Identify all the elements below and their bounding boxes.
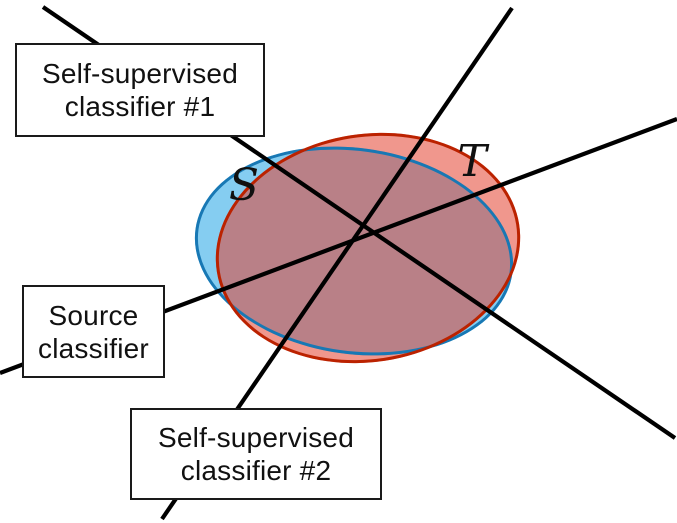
callout-text-line: Self-supervised xyxy=(158,422,354,453)
callout-text-line: classifier #2 xyxy=(180,455,332,486)
callout-text-line: classifier xyxy=(38,332,149,364)
callout-self-supervised-classifier-1: Self-supervised classifier #1 xyxy=(15,43,265,137)
callout-text-line: Source xyxy=(48,299,139,331)
callout-text-line: classifier #1 xyxy=(64,91,216,122)
callout-self-supervised-classifier-2: Self-supervised classifier #2 xyxy=(130,408,382,500)
target-domain-label: T xyxy=(457,136,487,187)
source-domain-label: S xyxy=(228,160,260,211)
callout-text-line: Self-supervised xyxy=(42,58,238,89)
callout-source-classifier: Source classifier xyxy=(22,285,165,378)
